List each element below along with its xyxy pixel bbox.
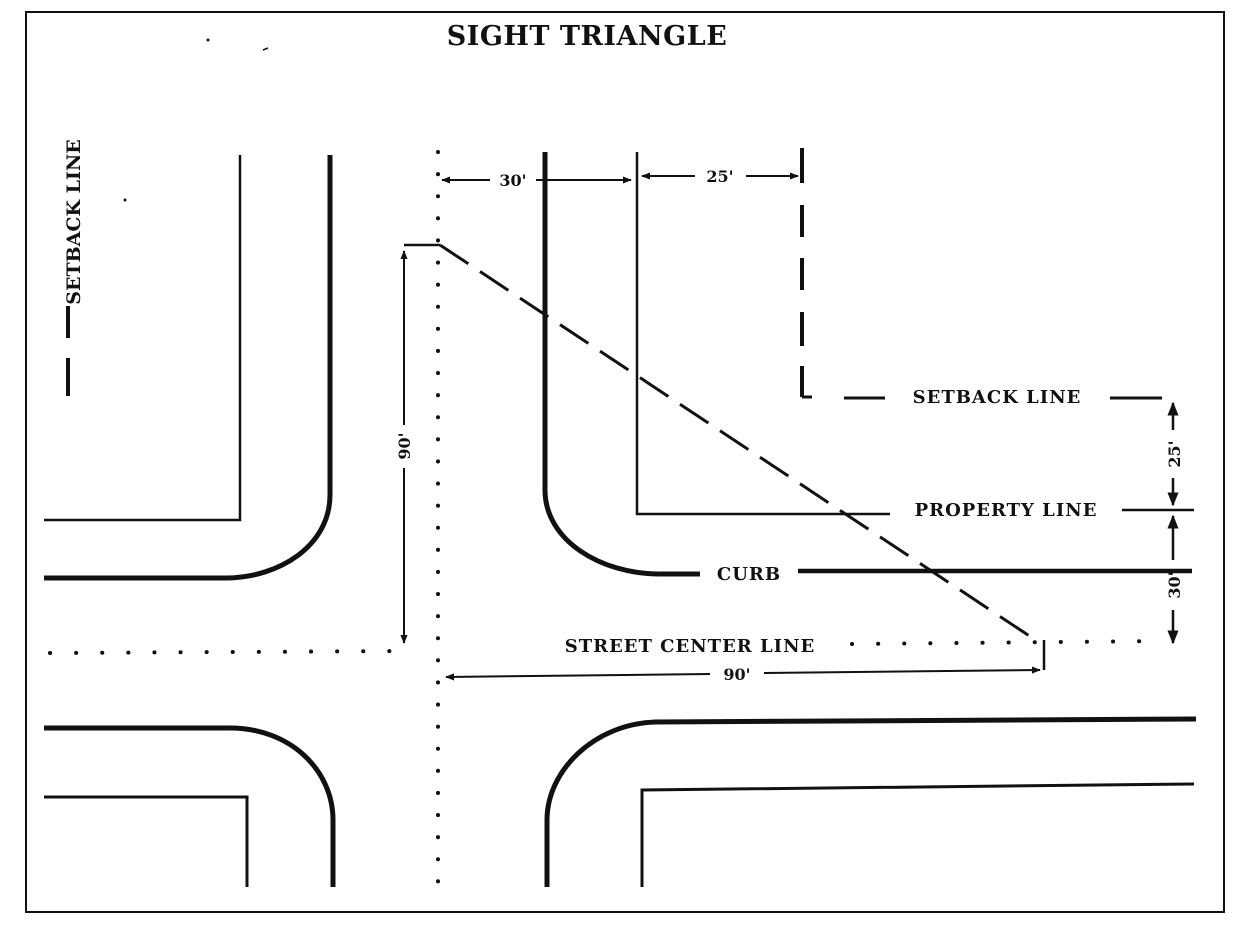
dimension-90-vertical: 90' — [395, 250, 414, 644]
legend-setback-line: SETBACK LINE — [63, 139, 85, 396]
scan-speck — [206, 38, 210, 42]
property-line-upper-left — [44, 155, 242, 522]
dim-25-top-label: 25' — [706, 167, 733, 186]
curb-upper-right — [542, 152, 700, 577]
dim-90-vertical-label: 90' — [395, 432, 414, 459]
street-center-line-left — [48, 649, 414, 655]
diagram-title: SIGHT TRIANGLE — [447, 21, 728, 52]
dim-25-right-label: 25' — [1165, 440, 1184, 467]
label-property-line: PROPERTY LINE — [915, 500, 1098, 521]
setback-line — [800, 148, 1162, 400]
dimension-30-top: 30' — [441, 171, 632, 190]
scan-speck — [262, 47, 269, 51]
dimension-90-horizontal: 90' — [445, 665, 1041, 684]
dimension-25-right: 25' — [1165, 401, 1184, 507]
property-line-lower-right — [640, 782, 1195, 887]
dim-30-top-label: 30' — [499, 171, 526, 190]
label-setback-line: SETBACK LINE — [913, 387, 1082, 408]
dimension-30-right: 30' — [1165, 514, 1184, 645]
street-center-line-right — [850, 639, 1164, 646]
curb-upper-left — [44, 155, 333, 581]
dim-30-right-label: 30' — [1165, 571, 1184, 598]
sight-triangle-hypotenuse — [439, 243, 1041, 645]
legend-setback-label: SETBACK LINE — [63, 139, 85, 305]
dimension-25-top: 25' — [641, 167, 799, 186]
dim-90-horizontal-label: 90' — [723, 665, 750, 684]
diagram-frame — [25, 11, 1225, 913]
label-street-center-line: STREET CENTER LINE — [565, 636, 816, 657]
property-line-lower-left — [44, 795, 249, 887]
curb-lower-right — [544, 716, 1197, 887]
curb-lower-left — [44, 725, 336, 887]
property-line-upper-right — [635, 152, 890, 516]
label-curb: CURB — [717, 564, 781, 585]
scan-speck — [123, 198, 127, 202]
